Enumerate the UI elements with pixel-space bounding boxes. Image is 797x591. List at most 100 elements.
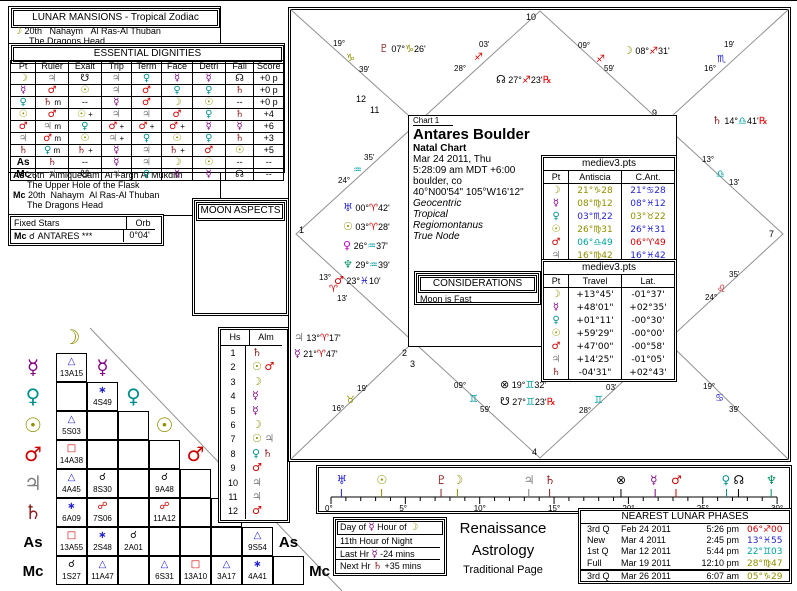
dignities-col-header: Pt xyxy=(9,60,37,73)
sign-glyph: ♈ xyxy=(369,203,378,214)
venus-glyph: ♀ xyxy=(81,121,89,132)
dignities-col-header: Term xyxy=(130,60,163,73)
pts-value: -01°37' xyxy=(631,290,665,300)
venus-glyph: ♀ xyxy=(25,384,41,408)
cusp-7: 24° xyxy=(705,293,718,302)
grid-cell-saturn-mars xyxy=(180,498,211,527)
dignities-row-moon: ☽♃☋♃♀☿☿☊+0 p xyxy=(9,72,284,85)
moon-glyph: ☽ xyxy=(18,73,28,84)
chart-planet-sun: ☉ 03°♈28' xyxy=(343,220,390,233)
phase-position: 22°♊03 xyxy=(747,547,783,558)
ruler-planet-neptune: ♆ xyxy=(766,473,777,487)
grid-cell-sun-mercury xyxy=(87,411,118,440)
grid-planet-saturn: ♄ xyxy=(14,498,52,528)
grid-orb-value: 4S49 xyxy=(93,398,112,407)
minutes: 37' xyxy=(376,241,388,251)
dignities-col-header: Exalt xyxy=(67,60,102,73)
ruler-tick-label: 15° xyxy=(548,504,561,513)
mansion-name: Nahaym xyxy=(45,190,85,200)
dignities-col-header: Score xyxy=(253,60,284,73)
phase-name: 1st Q xyxy=(587,546,609,557)
degree: 00° xyxy=(352,203,369,213)
text: -24 mins xyxy=(377,549,415,559)
phase-name: 3rd Q xyxy=(587,570,610,581)
grid-diagonal-mercury: ☿ xyxy=(87,353,118,383)
mars-glyph: ♂ xyxy=(670,473,682,487)
considerations-title: CONSIDERATIONS xyxy=(418,275,537,293)
phase-time: 5:44 pm xyxy=(706,546,739,557)
sext-aspect-icon: ∗ xyxy=(253,559,262,570)
ruler-planet-fortune: ⊗ xyxy=(616,473,626,487)
moon-glyph: ☽ xyxy=(551,289,561,300)
ruler-planet-pluto: ♇ xyxy=(436,473,447,487)
node-glyph: ☊ xyxy=(733,473,745,487)
grid-orb-value: 4A45 xyxy=(62,485,81,494)
cusp-4: 09° xyxy=(454,381,467,390)
almuten-row-house-1: 1♄ xyxy=(221,346,281,361)
mc-glyph: Mc xyxy=(13,190,26,200)
jupiter-glyph: ♃ xyxy=(551,354,561,365)
jupiter-glyph: ♃ xyxy=(142,145,151,156)
sun-glyph: ☉ xyxy=(252,432,262,446)
minutes: 39' xyxy=(377,260,390,270)
aspect-grid[interactable]: ☽☿△13A15☿♀∗4S49♀☉△5S03☉♂□14A38♂♃△4A45☌8S… xyxy=(0,321,360,591)
sign-glyph: ♊ xyxy=(525,397,535,408)
chart-panel[interactable]: 24°♒35'13°♈13'16°♉19'09°♊59'28°♊03'19°♋3… xyxy=(288,7,791,462)
sun-glyph: ☉ xyxy=(204,157,214,168)
dignities-col-header: Ruler xyxy=(35,60,69,73)
grid-orb-value: 5S03 xyxy=(62,427,81,436)
opp-aspect-icon: ☍ xyxy=(159,501,170,512)
sign-glyph: ♓ xyxy=(360,276,369,287)
moon-aspects-panel[interactable]: MOON ASPECTS xyxy=(192,198,289,316)
degree-ruler[interactable]: 0°5°10°15°20°25°30°♅☉♇☽♃♄⊗☿♂♀☊♆ xyxy=(316,465,792,514)
cusp-5: 03' xyxy=(606,383,617,392)
almuten-row-house-3: 3☽ xyxy=(221,374,281,390)
saturn-glyph: ♄ xyxy=(169,145,179,156)
sign-glyph: ♊ xyxy=(525,380,535,391)
house-number-3: 3 xyxy=(410,359,416,369)
house-number: 1 xyxy=(230,348,236,358)
pts-value: 21°♑28 xyxy=(577,186,613,196)
mercury-glyph: ☿ xyxy=(236,121,243,132)
phase-date: Mar 19 2011 xyxy=(621,557,671,568)
empty-dignity: -- xyxy=(81,97,88,107)
panel-title: MOON ASPECTS xyxy=(200,205,281,216)
jupiter-glyph: ♃ xyxy=(294,331,304,344)
brand-line: Renaissance xyxy=(459,520,547,537)
house-almuten-panel[interactable]: Hs Alm 1♄2☉ ♂3☽4☿5☿6☽7☉ ♃8♀ ♄9♂10♃11♃12♂ xyxy=(218,327,290,523)
grid-cell-venus-moon xyxy=(56,382,87,411)
chart-planet-uranus: ♅ 00°♈42' xyxy=(343,201,390,214)
mansion-row-mc: Mc 20th Nahaym Al Ras-Al Thuban xyxy=(9,190,218,200)
saturn-glyph: ♄ xyxy=(24,500,42,524)
pts-value: -01°05' xyxy=(631,355,665,365)
almuten-row-house-4: 4☿ xyxy=(221,389,281,404)
sun-glyph: ☉ xyxy=(155,413,174,437)
phase-name: Full xyxy=(587,557,602,568)
moon-glyph: ☽ xyxy=(452,473,464,487)
cusp-6-sign: ♋ xyxy=(715,393,724,404)
fixed-stars-panel[interactable]: Fixed Stars Orb Mc ☌ ANTARES ***0°04' xyxy=(8,214,164,246)
minutes: 17' xyxy=(328,333,341,343)
dignity-score: +0 p xyxy=(253,96,284,109)
dignity-flag: m xyxy=(52,98,62,107)
venus-glyph: ♀ xyxy=(205,109,213,120)
dignities-col-header: Fall xyxy=(224,60,255,73)
almuten-row-house-2: 2☉ ♂ xyxy=(221,360,281,375)
house-number: 2 xyxy=(230,362,236,373)
house-number-4: 4 xyxy=(532,447,538,457)
venus-glyph: ♀ xyxy=(552,315,560,326)
mercury-glyph: ☿ xyxy=(552,302,560,313)
grid-orb-value: 11A47 xyxy=(91,572,114,581)
planetary-hour-panel[interactable]: Day of ☿ Hour of ☽ 11th Hour of Night La… xyxy=(333,517,447,576)
degree: 19° xyxy=(509,380,526,390)
jupiter-glyph: ♃ xyxy=(523,473,535,487)
considerations-panel[interactable]: CONSIDERATIONS Moon is Fast xyxy=(414,271,541,305)
mansion-star: Al Ras-Al Thuban xyxy=(84,190,160,200)
dignities-col-header: Face xyxy=(161,60,193,73)
chart-planet-venus: ♀ 26°♒37' xyxy=(343,239,388,252)
